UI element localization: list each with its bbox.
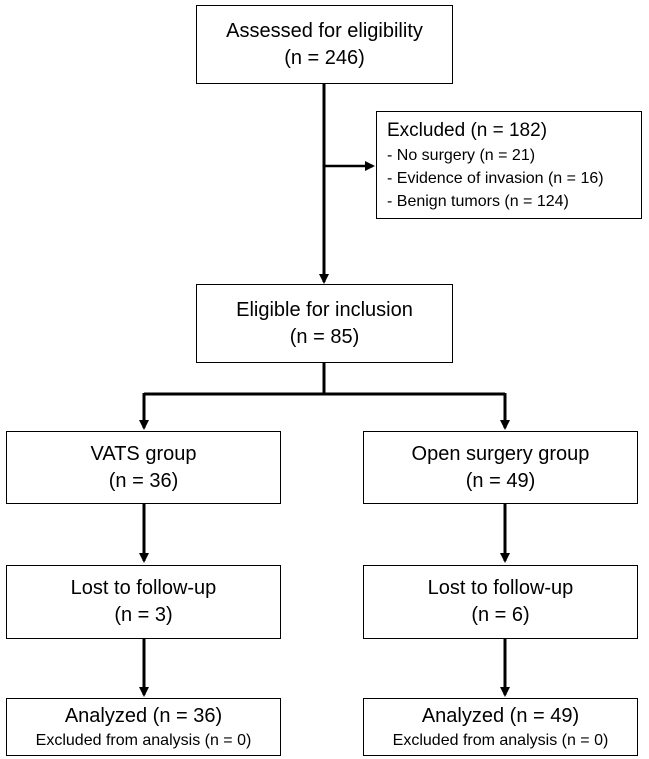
vats-lost-box: Lost to follow-up (n = 3) — [6, 565, 281, 639]
assessed-title: Assessed for eligibility — [226, 19, 423, 42]
vats-group-title: VATS group — [90, 442, 197, 465]
open-analyzed-note: Excluded from analysis (n = 0) — [392, 731, 609, 749]
vats-analyzed-box: Analyzed (n = 36) Excluded from analysis… — [6, 698, 281, 756]
vats-group-count: (n = 36) — [108, 469, 179, 492]
vats-lost-count: (n = 3) — [114, 604, 173, 626]
vats-analyzed-note: Excluded from analysis (n = 0) — [35, 731, 252, 749]
vats-analyzed-title: Analyzed (n = 36) — [64, 704, 223, 727]
open-group-count: (n = 49) — [465, 469, 536, 492]
excluded-box: Excluded (n = 182) - No surgery (n = 21)… — [376, 111, 642, 219]
eligible-box: Eligible for inclusion (n = 85) — [196, 284, 453, 363]
open-analyzed-title: Analyzed (n = 49) — [421, 704, 580, 727]
assessed-count: (n = 246) — [284, 46, 365, 69]
open-lost-count: (n = 6) — [471, 604, 530, 626]
assessed-box: Assessed for eligibility (n = 246) — [196, 5, 453, 84]
eligible-title: Eligible for inclusion — [236, 298, 413, 321]
open-analyzed-box: Analyzed (n = 49) Excluded from analysis… — [363, 698, 638, 756]
vats-lost-title: Lost to follow-up — [70, 577, 217, 599]
eligible-count: (n = 85) — [289, 325, 360, 348]
excluded-item-invasion: - Evidence of invasion (n = 16) — [387, 169, 604, 187]
open-group-box: Open surgery group (n = 49) — [363, 431, 638, 504]
open-group-title: Open surgery group — [411, 442, 590, 465]
open-lost-box: Lost to follow-up (n = 6) — [363, 565, 638, 639]
excluded-item-no-surgery: - No surgery (n = 21) — [387, 146, 536, 164]
open-lost-title: Lost to follow-up — [427, 577, 574, 599]
excluded-title: Excluded (n = 182) — [387, 119, 548, 141]
vats-group-box: VATS group (n = 36) — [6, 431, 281, 504]
excluded-item-benign: - Benign tumors (n = 124) — [387, 192, 569, 210]
